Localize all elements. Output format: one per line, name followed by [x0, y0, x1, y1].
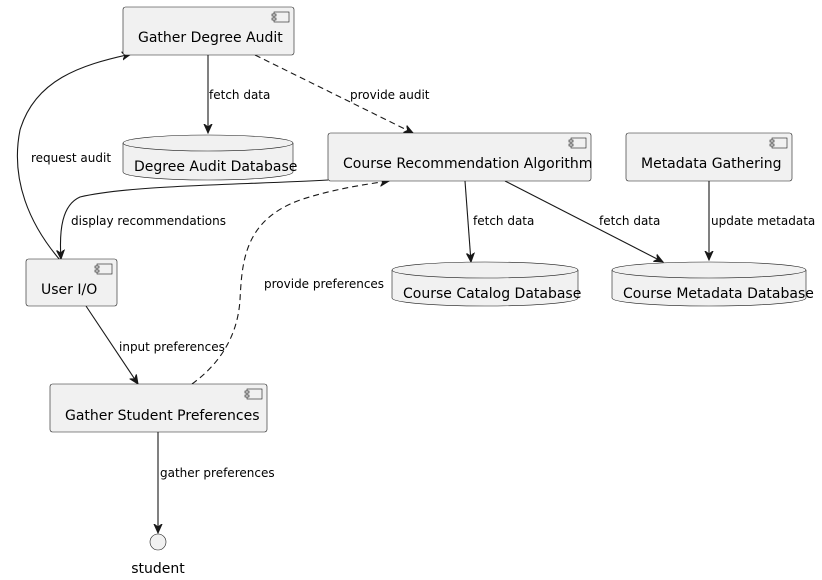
component-user-io[interactable]: User I/O — [25, 258, 118, 307]
edge-update-metadata: update metadata — [709, 181, 815, 260]
edge-label-input-preferences: input preferences — [119, 340, 225, 354]
database-label-course-metadata: Course Metadata Database — [623, 286, 814, 302]
interface-circle-icon — [149, 533, 167, 551]
component-metadata-gathering[interactable]: Metadata Gathering — [625, 132, 793, 182]
edge-label-audit-fetch-data: fetch data — [209, 88, 270, 102]
database-label-degree-audit: Degree Audit Database — [134, 159, 297, 175]
edge-algo-fetch-catalog: fetch data — [464, 180, 534, 262]
interface-label-student: student — [131, 561, 185, 577]
edge-gather-preferences: gather preferences — [158, 432, 275, 533]
edge-label-display-recommendations: display recommendations — [71, 214, 226, 228]
component-icon — [271, 11, 290, 23]
database-course-catalog[interactable]: Course Catalog Database — [391, 261, 581, 307]
edge-label-algo-fetch-catalog: fetch data — [473, 214, 534, 228]
edge-label-request-audit: request audit — [31, 151, 111, 165]
edge-request-audit: request audit — [16, 54, 131, 261]
interface-student[interactable]: student — [131, 533, 185, 577]
database-label-course-catalog: Course Catalog Database — [403, 286, 581, 302]
edge-input-preferences: input preferences — [85, 305, 225, 384]
component-label-course-recommendation-algorithm: Course Recommendation Algorithm — [343, 156, 592, 172]
component-gather-student-preferences[interactable]: Gather Student Preferences — [49, 383, 268, 433]
component-label-gather-degree-audit: Gather Degree Audit — [138, 30, 283, 46]
edge-label-provide-audit: provide audit — [350, 88, 430, 102]
component-icon — [769, 137, 788, 149]
edge-display-recommendations: display recommendations — [60, 179, 329, 259]
component-gather-degree-audit[interactable]: Gather Degree Audit — [122, 6, 295, 56]
component-icon — [94, 263, 113, 275]
edge-audit-fetch-data: fetch data — [208, 55, 270, 133]
edge-provide-audit: provide audit — [254, 54, 430, 133]
component-course-recommendation-algorithm[interactable]: Course Recommendation Algorithm — [327, 132, 592, 182]
component-label-user-io: User I/O — [41, 282, 97, 298]
edge-label-algo-fetch-metadata: fetch data — [599, 214, 660, 228]
database-degree-audit[interactable]: Degree Audit Database — [122, 134, 297, 181]
edge-label-gather-preferences: gather preferences — [160, 466, 275, 480]
database-course-metadata[interactable]: Course Metadata Database — [611, 261, 814, 307]
edge-provide-preferences: provide preferences — [191, 181, 389, 385]
component-icon — [244, 388, 263, 400]
edge-label-update-metadata: update metadata — [711, 214, 815, 228]
component-icon — [568, 137, 587, 149]
component-label-metadata-gathering: Metadata Gathering — [641, 156, 782, 172]
edge-label-provide-preferences: provide preferences — [264, 277, 384, 291]
component-label-gather-student-preferences: Gather Student Preferences — [65, 408, 260, 424]
edge-algo-fetch-metadata: fetch data — [504, 180, 663, 262]
